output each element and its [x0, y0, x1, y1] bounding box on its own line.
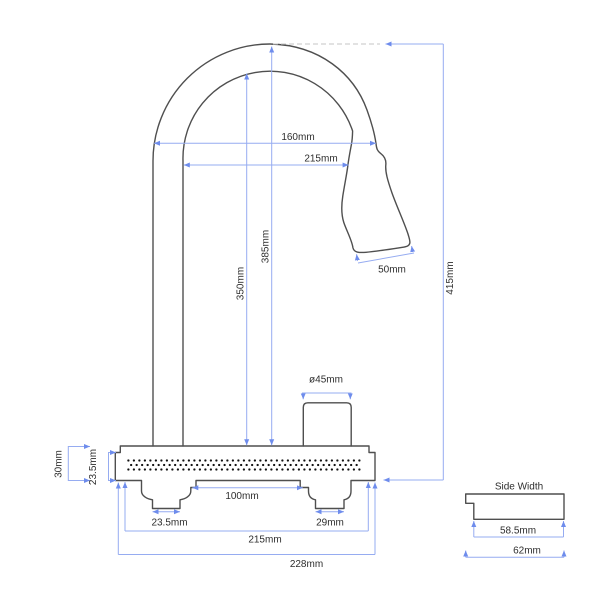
dim-label-shank-spacing: 100mm — [225, 491, 258, 502]
dim-line-spray-face — [357, 252, 415, 264]
side-view-title: Side Width — [495, 482, 543, 493]
dim-arrow-right — [410, 245, 416, 253]
dim-label-reach-inner: 215mm — [304, 154, 337, 165]
dim-label-side-overall: 62mm — [513, 546, 541, 557]
dim-label-right-shank: 29mm — [316, 518, 344, 529]
dim-reach-outer: 160mm — [154, 132, 376, 146]
sprayer-holder-outline — [302, 402, 352, 447]
dim-label-overall-height: 415mm — [445, 261, 456, 294]
dim-label-left-shank: 23.5mm — [151, 518, 187, 529]
dim-side-overall-width: 62mm — [463, 546, 567, 558]
dim-bracket-deck-height — [67, 444, 90, 483]
dim-deck-width: 215mm — [122, 482, 371, 546]
dim-height-inner: 350mm — [236, 73, 250, 446]
deck-outline — [114, 445, 376, 510]
dim-left-shank-width: 23.5mm — [151, 509, 188, 529]
dim-label-side-inner: 58.5mm — [500, 526, 536, 537]
dim-bracket-lip-height — [108, 450, 116, 483]
dim-label-reach-outer: 160mm — [281, 132, 314, 143]
dim-right-shank-width: 29mm — [315, 509, 344, 529]
dim-spray-face: 50mm — [354, 245, 416, 276]
dim-label-height-outer: 385mm — [261, 230, 272, 263]
dim-deck-lip-height: 23.5mm — [88, 449, 116, 485]
faucet-front-view — [114, 43, 411, 510]
spout-outline — [152, 43, 411, 447]
dim-arrow-left — [354, 254, 360, 262]
dim-label-overall-width: 228mm — [290, 559, 323, 570]
dim-label-holder-diameter: ø45mm — [309, 375, 343, 386]
dim-label-height-inner: 350mm — [236, 267, 247, 300]
dim-overall-width: 228mm — [115, 482, 378, 570]
dim-label-deck-height: 30mm — [54, 450, 65, 478]
dim-label-lip-height: 23.5mm — [88, 449, 99, 485]
dim-holder-diameter: ø45mm — [300, 375, 353, 400]
dim-label-deck-width: 215mm — [248, 535, 281, 546]
faucet-side-view: Side Width — [465, 482, 565, 520]
dim-height-outer: 385mm — [261, 46, 275, 446]
dim-deck-height: 30mm — [54, 444, 90, 483]
dim-reach-inner: 215mm — [183, 154, 349, 168]
dim-side-inner-width: 58.5mm — [471, 521, 566, 538]
perforation-band — [127, 457, 361, 473]
dim-label-spray-face: 50mm — [378, 265, 406, 276]
dim-shank-spacing: 100mm — [192, 485, 303, 502]
dim-overall-height: 415mm — [273, 41, 456, 483]
side-profile-outline — [465, 493, 565, 520]
